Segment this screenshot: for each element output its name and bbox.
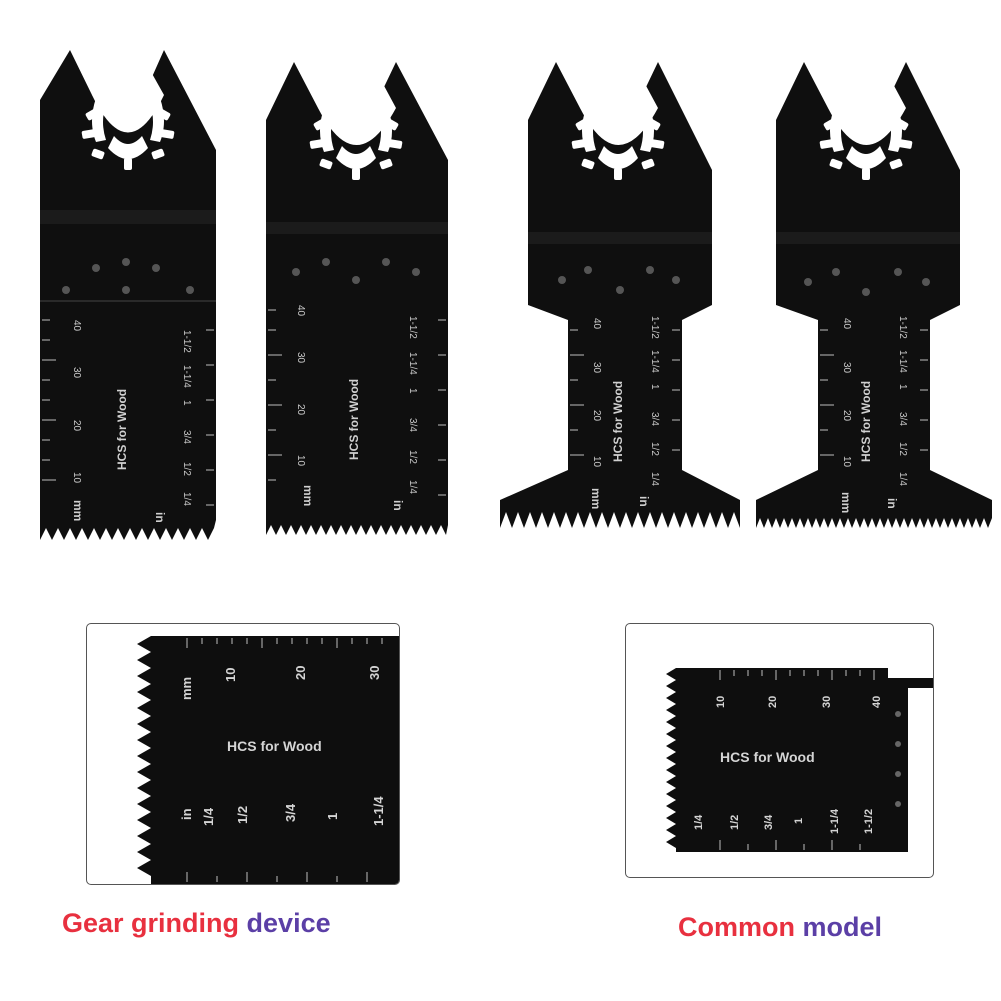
blade-4-in-1-4: 1/4 xyxy=(897,472,908,486)
blade-1-mm-20: 20 xyxy=(71,420,82,432)
detail-1-in-1: 1 xyxy=(325,813,340,820)
blade-4-mm-unit: mm xyxy=(839,492,853,513)
blade-3-in-1: 1 xyxy=(649,384,660,390)
blade-1-mm-30: 30 xyxy=(71,367,82,379)
detail-2-mm-30: 30 xyxy=(821,696,833,708)
blade-3-in-1-4: 1/4 xyxy=(649,472,660,486)
detail-2-mm-40: 40 xyxy=(871,696,883,708)
blade-4-in-3-4: 3/4 xyxy=(897,412,908,426)
detail-1-in-3-4: 3/4 xyxy=(283,803,298,822)
caption-common-model-word1: Common xyxy=(678,912,795,942)
blade-4-mm-40: 40 xyxy=(841,318,852,330)
blade-2-in-1-2: 1/2 xyxy=(407,450,418,464)
blade-4-brand: HCS for Wood xyxy=(859,381,873,462)
blade-3-mm-30: 30 xyxy=(591,362,602,374)
blade-1-mm-unit: mm xyxy=(71,500,85,521)
blade-3-mm-40: 40 xyxy=(591,318,602,330)
blade-1-in-1-2: 1/2 xyxy=(181,462,192,476)
blade-1-brand: HCS for Wood xyxy=(115,389,129,470)
blade-1: 40 30 20 10 mm HCS for Wood 1-1/2 1-1/4 … xyxy=(40,50,216,540)
detail-2-in-1-1-2: 1-1/2 xyxy=(863,809,875,834)
blade-2-brand: HCS for Wood xyxy=(347,379,361,460)
blade-2-in-1-1-4: 1-1/4 xyxy=(407,352,418,375)
caption-gear-grinding-word1: Gear grinding xyxy=(62,908,240,938)
detail-panel-common-model: 10 20 30 40 HCS for Wood 1/4 1/2 3/4 1 1… xyxy=(625,623,934,878)
blade-3-brand: HCS for Wood xyxy=(611,381,625,462)
detail-1-brand: HCS for Wood xyxy=(227,738,322,754)
detail-1-mm-30: 30 xyxy=(367,666,382,680)
detail-1-in-unit: in xyxy=(179,808,194,820)
blade-3-in-unit: in xyxy=(637,496,651,507)
blade-4-in-1-1-2: 1-1/2 xyxy=(897,316,908,339)
blade-1-mm-10: 10 xyxy=(71,472,82,484)
detail-panel-gear-grinding: 10 20 30 mm HCS for Wood in 1/4 1/2 3/4 … xyxy=(86,623,400,885)
blade-2-in-1: 1 xyxy=(407,388,418,394)
blade-2-in-unit: in xyxy=(391,500,405,511)
detail-2-mm-10: 10 xyxy=(715,696,727,708)
blade-3-in-1-1-2: 1-1/2 xyxy=(649,316,660,339)
blade-3-mm-10: 10 xyxy=(591,456,602,468)
detail-2-brand: HCS for Wood xyxy=(720,749,815,765)
blade-4-in-1-1-4: 1-1/4 xyxy=(897,350,908,373)
detail-2-in-1-1-4: 1-1/4 xyxy=(829,808,841,834)
blade-1-in-1-1-4: 1-1/4 xyxy=(181,365,192,388)
detail-1-in-1-4: 1/4 xyxy=(201,807,216,826)
blade-4-in-1: 1 xyxy=(897,384,908,390)
blade-2-mm-40: 40 xyxy=(295,305,306,317)
blade-1-in-3-4: 3/4 xyxy=(181,430,192,444)
blade-2-in-1-4: 1/4 xyxy=(407,480,418,494)
caption-common-model: Common model xyxy=(678,912,882,943)
detail-2-in-1-4: 1/4 xyxy=(693,814,705,830)
blade-2: 40 30 20 10 mm HCS for Wood 1-1/2 1-1/4 … xyxy=(266,62,448,535)
blade-2-mm-30: 30 xyxy=(295,352,306,364)
detail-1-in-1-2: 1/2 xyxy=(235,806,250,824)
blade-3-mm-20: 20 xyxy=(591,410,602,422)
blade-1-in-unit: in xyxy=(153,512,167,523)
blade-4: 40 30 20 10 mm HCS for Wood 1-1/2 1-1/4 … xyxy=(756,62,992,528)
blade-3-in-3-4: 3/4 xyxy=(649,412,660,426)
blade-2-mm-10: 10 xyxy=(295,455,306,467)
blades-row: 40 30 20 10 mm HCS for Wood 1-1/2 1-1/4 … xyxy=(40,50,992,540)
blade-1-in-1-1-2: 1-1/2 xyxy=(181,330,192,353)
blade-3-mm-unit: mm xyxy=(589,488,603,509)
blade-3-in-1-1-4: 1-1/4 xyxy=(649,350,660,373)
detail-1-mm-unit: mm xyxy=(179,677,194,700)
blade-4-mm-30: 30 xyxy=(841,362,852,374)
blade-2-mm-unit: mm xyxy=(301,485,315,506)
blade-3: 40 30 20 10 mm HCS for Wood 1-1/2 1-1/4 … xyxy=(500,62,740,528)
detail-2-mm-20: 20 xyxy=(767,696,779,708)
blade-2-mm-20: 20 xyxy=(295,404,306,416)
blade-4-in-unit: in xyxy=(885,498,899,509)
blade-2-in-1-1-2: 1-1/2 xyxy=(407,316,418,339)
detail-2-in-1-2: 1/2 xyxy=(729,815,741,830)
blade-4-mm-10: 10 xyxy=(841,456,852,468)
detail-1-mm-20: 20 xyxy=(293,666,308,680)
blade-4-in-1-2: 1/2 xyxy=(897,442,908,456)
blade-3-in-1-2: 1/2 xyxy=(649,442,660,456)
caption-common-model-word2: model xyxy=(802,912,883,942)
blade-4-mm-20: 20 xyxy=(841,410,852,422)
blade-1-in-1: 1 xyxy=(181,400,192,406)
detail-2-in-3-4: 3/4 xyxy=(763,814,775,830)
caption-gear-grinding-word2: device xyxy=(246,908,331,938)
blade-2-in-3-4: 3/4 xyxy=(407,418,418,432)
detail-1-in-1-1-4: 1-1/4 xyxy=(371,796,386,826)
caption-gear-grinding-device: Gear grinding device xyxy=(62,908,331,939)
blade-1-in-1-4: 1/4 xyxy=(181,492,192,506)
detail-1-mm-10: 10 xyxy=(223,668,238,682)
detail-2-in-1: 1 xyxy=(793,818,805,824)
blade-1-mm-40: 40 xyxy=(71,320,82,332)
